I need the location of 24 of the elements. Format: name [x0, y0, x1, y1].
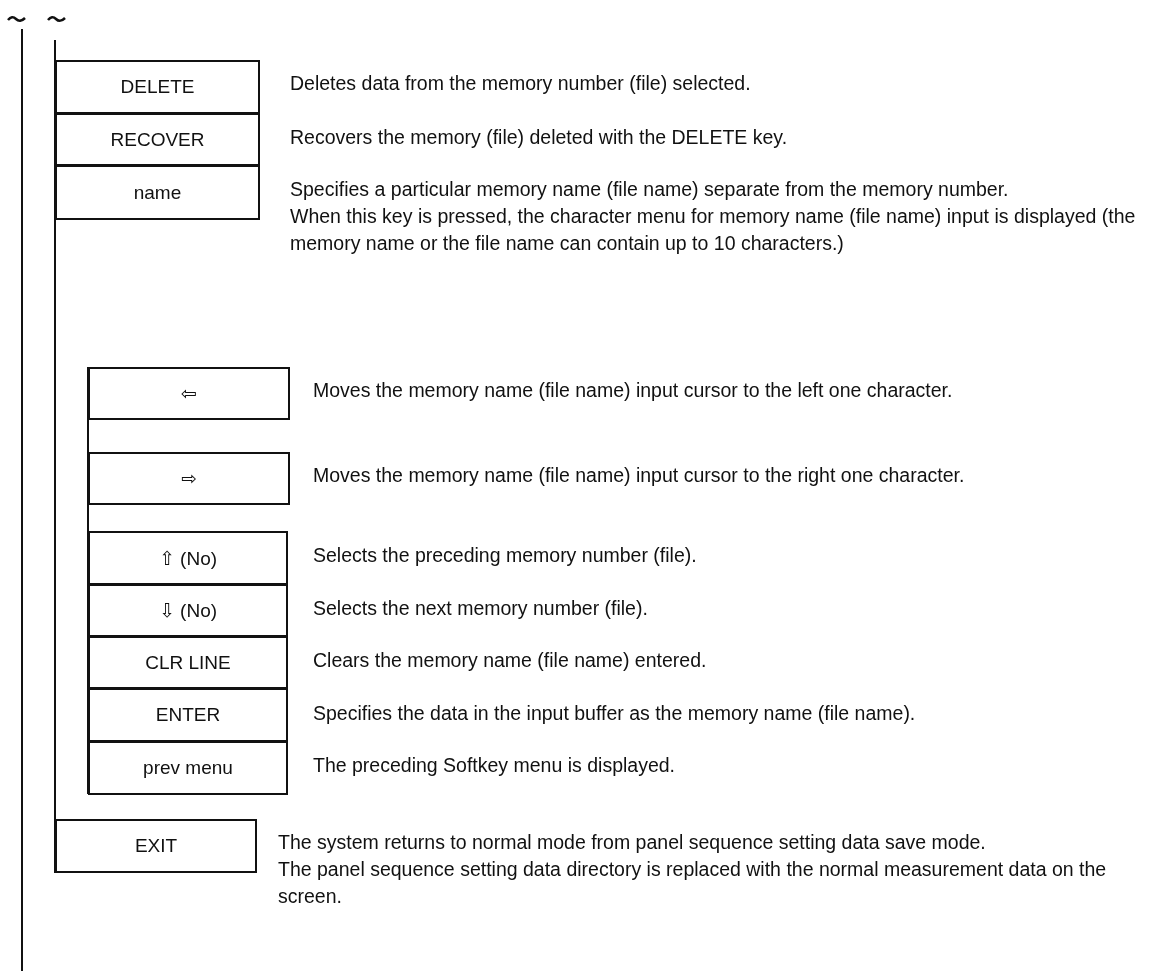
description-text: Recovers the memory (file) deleted with the DELETE key.: [290, 125, 789, 150]
softkey: RECOVER: [55, 113, 260, 166]
description-text: The preceding Softkey menu is displayed.: [313, 753, 677, 778]
description-text: Selects the preceding memory number (file).: [313, 543, 698, 568]
description-text: Moves the memory name (file name) input cursor to the left one character.: [313, 378, 954, 403]
softkey: CLR LINE: [88, 636, 288, 689]
description-text: When this key is pressed, the character menu for memory name (file name) input is displayed (the memory name or the file name can contain up to 10 characters.): [290, 204, 1137, 256]
softkey: ENTER: [88, 688, 288, 742]
softkey: DELETE: [55, 60, 260, 114]
description-text: Specifies a particular memory name (file name) separate from the memory number.: [290, 177, 1010, 202]
softkey: ⇩ (No): [88, 584, 288, 637]
softkey: EXIT: [55, 819, 257, 873]
softkey: ⇦: [88, 367, 290, 420]
softkey: prev menu: [88, 741, 288, 795]
description-text: The system returns to normal mode from panel sequence setting data save mode.: [278, 830, 987, 855]
description-text: Deletes data from the memory number (file) selected.: [290, 71, 752, 96]
description-text: Moves the memory name (file name) input cursor to the right one character.: [313, 463, 966, 488]
description-text: Selects the next memory number (file).: [313, 596, 649, 621]
softkey: name: [55, 165, 260, 220]
description-text: The panel sequence setting data directory is replaced with the normal measurement data on the screen.: [278, 857, 1108, 909]
description-text: Specifies the data in the input buffer as the memory name (file name).: [313, 701, 917, 726]
description-text: Clears the memory name (file name) entered.: [313, 648, 708, 673]
softkey: ⇨: [88, 452, 290, 505]
softkey: ⇧ (No): [88, 531, 288, 585]
